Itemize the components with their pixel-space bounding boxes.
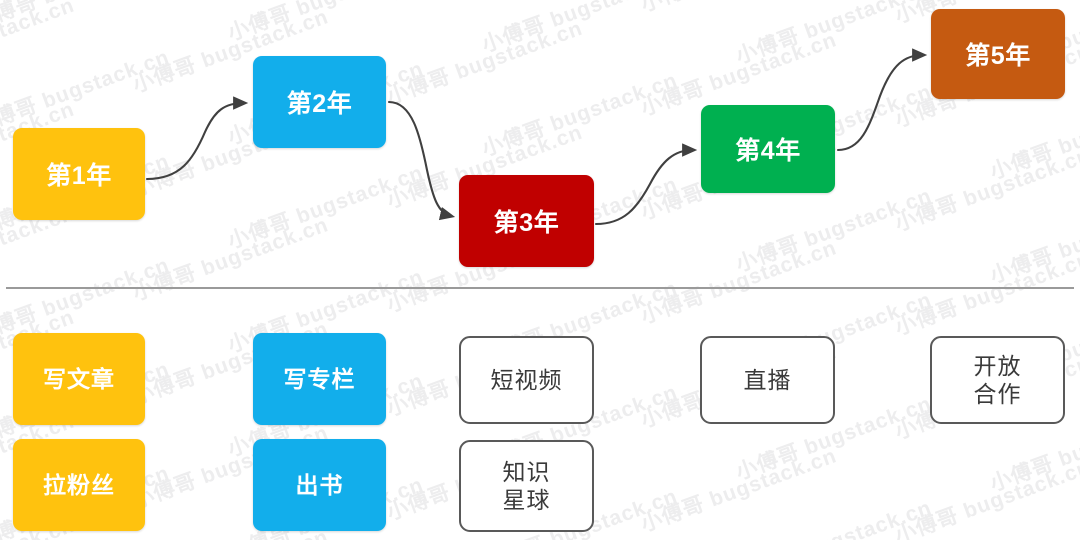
watermark-text: 小傅哥 bugstack.cn小傅哥 bugstack.cn小傅哥 bugsta… (0, 0, 1080, 100)
activity-card-拉粉丝[interactable]: 拉粉丝 (13, 439, 145, 531)
watermark-text: 小傅哥 bugstack.cn小傅哥 bugstack.cn小傅哥 bugsta… (0, 0, 1080, 48)
watermark-text: 小傅哥 bugstack.cn小傅哥 bugstack.cn小傅哥 bugsta… (0, 0, 427, 138)
activity-card-label: 开放合作 (973, 352, 1022, 407)
activity-card-写专栏[interactable]: 写专栏 (253, 333, 386, 425)
activity-card-label: 知识星球 (502, 458, 551, 513)
activity-card-label: 出书 (295, 471, 344, 498)
activity-card-label: 短视频 (490, 366, 563, 393)
watermark-text: 小傅哥 bugstack.cn小傅哥 bugstack.cn小傅哥 bugsta… (0, 0, 78, 86)
arrow-year4-to-year5 (836, 48, 928, 152)
timeline-step-2[interactable]: 第2年 (253, 56, 386, 148)
activity-card-直播[interactable]: 直播 (700, 336, 835, 424)
activity-card-知识星球[interactable]: 知识星球 (459, 440, 594, 532)
timeline-step-5[interactable]: 第5年 (931, 9, 1065, 99)
timeline-step-3[interactable]: 第3年 (459, 175, 594, 267)
arrow-year3-to-year4 (594, 143, 698, 226)
activity-card-开放合作[interactable]: 开放合作 (930, 336, 1065, 424)
activity-card-label: 写专栏 (283, 365, 356, 392)
activity-card-短视频[interactable]: 短视频 (459, 336, 594, 424)
activity-card-label: 直播 (743, 366, 792, 393)
activity-card-出书[interactable]: 出书 (253, 439, 386, 531)
timeline-step-1[interactable]: 第1年 (13, 128, 145, 220)
section-divider (6, 287, 1074, 289)
activity-card-label: 拉粉丝 (43, 471, 115, 498)
arrow-year1-to-year2 (145, 96, 249, 181)
timeline-step-4[interactable]: 第4年 (701, 105, 835, 193)
arrow-year2-to-year3 (387, 100, 456, 221)
activity-card-写文章[interactable]: 写文章 (13, 333, 145, 425)
activity-card-label: 写文章 (43, 365, 115, 392)
